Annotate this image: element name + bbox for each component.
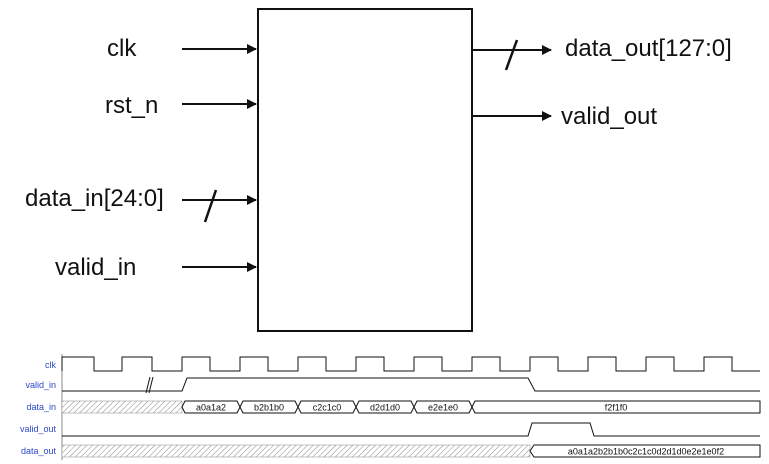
data-in-value-5: f2f1f0 xyxy=(605,403,628,413)
input-label-valid-in: valid_in xyxy=(55,254,136,281)
wave-label-valid-out: valid_out xyxy=(20,424,57,434)
output-label-valid-out: valid_out xyxy=(561,103,657,130)
output-label-data-out: data_out[127:0] xyxy=(565,35,732,62)
data-in-value-3: d2d1d0 xyxy=(370,403,400,413)
data-out-segment-0 xyxy=(529,444,761,458)
input-port-data-in: data_in[24:0] xyxy=(25,185,257,223)
input-port-rst-n: rst_n xyxy=(105,92,257,119)
output-port-valid-out: valid_out xyxy=(473,103,657,130)
wave-label-valid-in: valid_in xyxy=(25,380,56,390)
module-box xyxy=(257,8,473,332)
input-label-data-in: data_in[24:0] xyxy=(25,185,164,212)
data-in-hatch xyxy=(61,400,183,414)
data-in-value-2: c2c1c0 xyxy=(313,403,342,413)
timing-waveform: clk valid_in data_in valid_out data_out … xyxy=(20,354,761,460)
data-in-segment-5 xyxy=(471,400,761,414)
input-label-clk: clk xyxy=(107,35,137,62)
time-break-mark xyxy=(145,376,151,394)
data-out-value-0: a0a1a2b2b1b0c2c1c0d2d1d0e2e1e0f2 xyxy=(568,447,724,457)
bus-slash-data-in xyxy=(203,189,218,223)
input-label-rst-n: rst_n xyxy=(105,92,158,119)
data-in-value-0: a0a1a2 xyxy=(196,403,226,413)
wave-label-data-out: data_out xyxy=(21,446,57,456)
bus-slash-data-out xyxy=(504,39,519,71)
time-break-mark-2 xyxy=(148,376,154,394)
wave-label-data-in: data_in xyxy=(26,402,56,412)
wave-label-clk: clk xyxy=(45,360,56,370)
input-port-valid-in: valid_in xyxy=(55,254,257,281)
valid-out-wave xyxy=(62,422,760,437)
data-in-value-1: b2b1b0 xyxy=(254,403,284,413)
input-port-clk: clk xyxy=(107,35,257,62)
valid-in-wave xyxy=(62,377,760,392)
data-out-hatch xyxy=(61,444,531,458)
clk-wave xyxy=(61,356,760,372)
data-in-value-4: e2e1e0 xyxy=(428,403,458,413)
output-port-data-out: data_out[127:0] xyxy=(473,35,732,71)
